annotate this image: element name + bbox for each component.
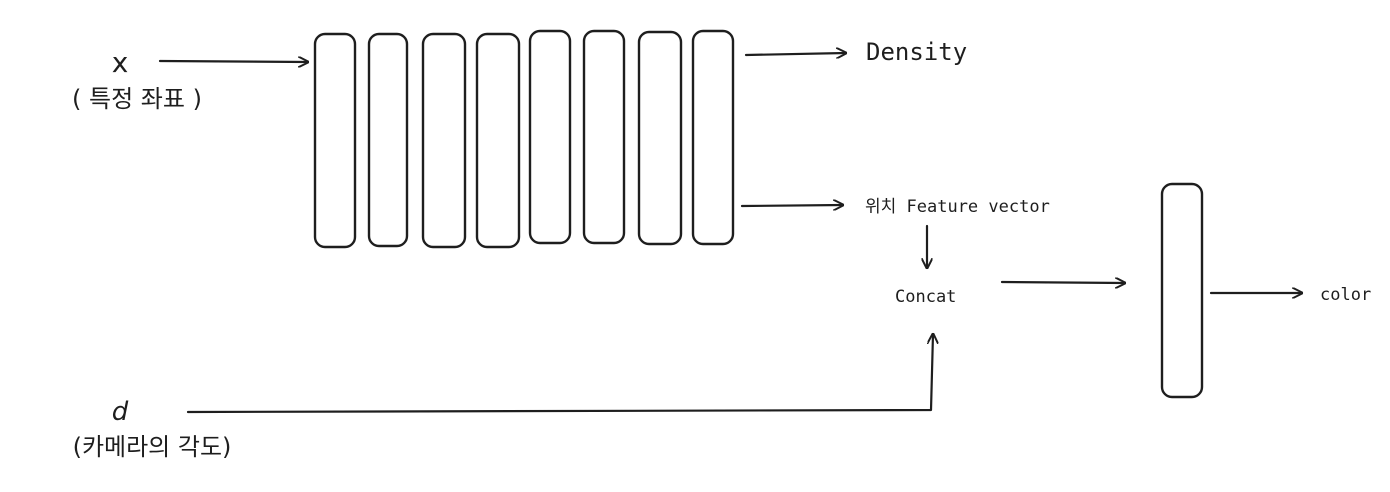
arrow-mlp-to-density bbox=[744, 53, 846, 55]
arrow-d-to-concat bbox=[186, 334, 933, 414]
mlp-layer-8 bbox=[691, 29, 735, 246]
mlp-layer-3 bbox=[421, 32, 467, 249]
mlp-layers bbox=[313, 29, 735, 249]
arrow-x-to-mlp bbox=[158, 61, 308, 62]
density-label: Density bbox=[866, 38, 967, 66]
mlp-layer-1 bbox=[313, 32, 357, 249]
concat-label: Concat bbox=[895, 287, 956, 307]
feature-vector-label: 위치 Feature vector bbox=[865, 197, 1050, 217]
color-output-label: color bbox=[1320, 285, 1371, 305]
mlp-layer-7 bbox=[637, 30, 683, 246]
d-input-symbol: d bbox=[112, 397, 129, 427]
x-input-caption: ( 특정 좌표 ) bbox=[72, 85, 202, 113]
x-input-symbol: x bbox=[112, 46, 129, 79]
mlp-layer-6 bbox=[582, 29, 626, 245]
arrow-concat-to-head bbox=[1000, 282, 1125, 283]
mlp-layer-4 bbox=[475, 32, 521, 249]
color-head-layer bbox=[1160, 182, 1204, 399]
mlp-layer-5 bbox=[528, 29, 572, 245]
d-input-caption: (카메라의 각도) bbox=[73, 433, 232, 461]
arrow-mlp-to-feature bbox=[740, 205, 843, 206]
mlp-layer-2 bbox=[367, 32, 409, 248]
